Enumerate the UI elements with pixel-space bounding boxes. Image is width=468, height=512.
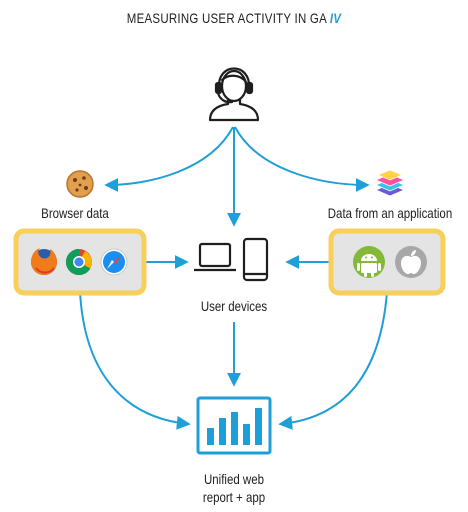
arrow-user-to-application <box>234 126 370 192</box>
safari-icon <box>100 248 128 276</box>
diagram-title: MEASURING USER ACTIVITY IN GA IV <box>42 10 426 26</box>
arrow-browser-to-report <box>79 291 191 430</box>
arrow-user-to-browser <box>104 126 234 192</box>
cookie-icon <box>66 170 94 198</box>
title-accent: IV <box>329 10 342 26</box>
laptop-icon <box>194 242 236 272</box>
arrow-application-to-report <box>278 291 388 430</box>
user-devices-label: User devices <box>200 298 268 314</box>
user-headset-icon <box>208 67 260 122</box>
bar-chart-icon <box>196 396 272 455</box>
connector-arrows <box>79 126 388 430</box>
application-box <box>328 228 446 296</box>
smartphone-icon <box>242 237 269 282</box>
firefox-icon <box>31 248 57 275</box>
android-icon <box>353 246 385 278</box>
report-label-line2: report + app <box>202 489 266 505</box>
application-data-label: Data from an application <box>327 205 453 221</box>
layers-icon <box>374 169 406 197</box>
chrome-icon <box>65 248 93 276</box>
apple-icon <box>395 246 427 278</box>
title-text: MEASURING USER ACTIVITY IN GA <box>126 10 327 26</box>
browser-data-label: Browser data <box>41 205 109 221</box>
report-label-line1: Unified web <box>204 471 264 487</box>
unified-report-label: Unified web report + app <box>185 470 283 506</box>
